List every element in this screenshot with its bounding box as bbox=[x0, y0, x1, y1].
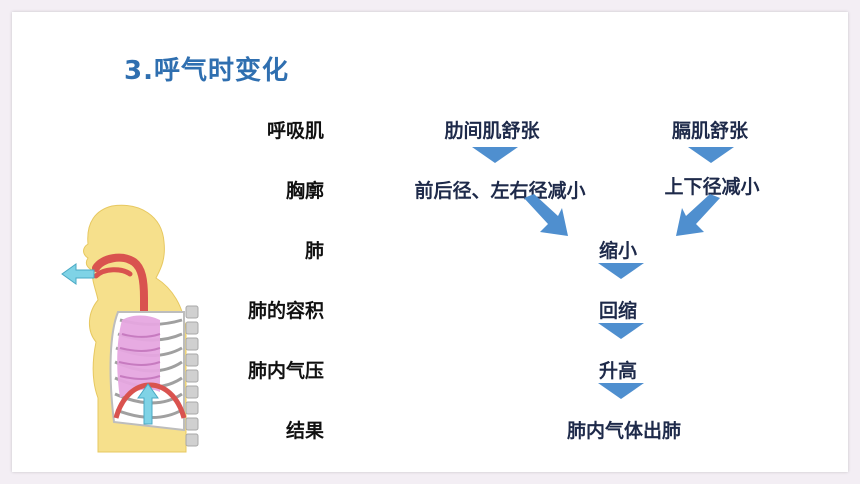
exhale-arrow-icon bbox=[61, 263, 95, 285]
row-label-chest: 胸廓 bbox=[285, 180, 324, 202]
flow-lung: 缩小 bbox=[598, 240, 638, 262]
row-label-muscle: 呼吸肌 bbox=[266, 120, 324, 142]
respiration-body-illustration bbox=[61, 204, 199, 453]
down-arrow-icon bbox=[688, 147, 734, 163]
row-label-result: 结果 bbox=[285, 420, 324, 442]
diagonal-arrow-icon bbox=[524, 194, 568, 236]
flow-pressure: 升高 bbox=[598, 360, 638, 382]
down-arrow-icon bbox=[598, 323, 644, 339]
flow-chest-left: 前后径、左右径减小 bbox=[414, 180, 586, 202]
flow-result: 肺内气体出肺 bbox=[566, 420, 682, 442]
flow-chest-right: 上下径减小 bbox=[664, 176, 760, 198]
flow-intercostal: 肋间肌舒张 bbox=[444, 120, 540, 142]
down-arrow-icon bbox=[598, 383, 644, 399]
down-arrow-icon bbox=[472, 147, 518, 163]
flow-diaphragm: 膈肌舒张 bbox=[671, 120, 749, 142]
slide: 3.呼气时变化 呼吸肌 胸廓 肺 肺的容积 肺内气压 结果 肋间肌舒张 膈肌舒张… bbox=[12, 12, 848, 472]
row-label-lung-volume: 肺的容积 bbox=[247, 300, 324, 322]
row-label-lung-pressure: 肺内气压 bbox=[247, 360, 324, 382]
row-label-lung: 肺 bbox=[304, 240, 324, 262]
diagonal-arrow-icon bbox=[676, 194, 720, 236]
up-arrow-icon bbox=[137, 383, 159, 425]
down-arrow-icon bbox=[598, 263, 644, 279]
slide-title: 3.呼气时变化 bbox=[124, 56, 289, 86]
flow-volume: 回缩 bbox=[598, 300, 638, 322]
